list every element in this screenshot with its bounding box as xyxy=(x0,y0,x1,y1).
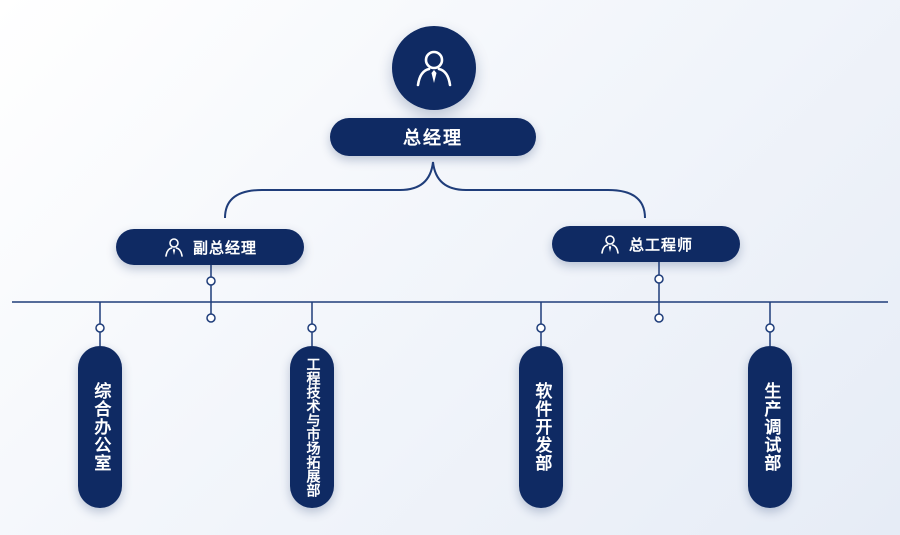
dept-software-dev: 软件开发部 xyxy=(519,346,563,508)
dept-drop-4 xyxy=(765,302,775,346)
stem-engineer-top-node xyxy=(654,274,664,284)
node-chief-engineer: 总工程师 xyxy=(552,226,740,262)
node-deputy-manager-label: 副总经理 xyxy=(192,238,257,257)
dept-drop-3 xyxy=(536,302,546,346)
dept-general-office-label: 综合办公室 xyxy=(90,382,111,472)
dept-drop-2 xyxy=(307,302,317,346)
person-icon xyxy=(601,235,619,254)
manager-icon xyxy=(416,50,452,87)
dept-production-debug-label: 生产调试部 xyxy=(760,382,781,472)
dept-engineering-market: 工程技术与市场拓展部 xyxy=(290,346,334,508)
stem-deputy-node xyxy=(206,313,216,323)
node-general-manager-label: 总经理 xyxy=(403,128,463,149)
person-icon xyxy=(165,238,183,257)
stem-deputy-top-node xyxy=(206,276,216,286)
dept-general-office: 综合办公室 xyxy=(78,346,122,508)
dept-software-dev-label: 软件开发部 xyxy=(531,382,552,472)
stem-engineer-node xyxy=(654,313,664,323)
dept-drop-1 xyxy=(95,302,105,346)
dept-production-debug: 生产调试部 xyxy=(748,346,792,508)
node-deputy-manager: 副总经理 xyxy=(116,229,304,265)
dept-engineering-market-label: 工程技术与市场拓展部 xyxy=(304,357,321,497)
manager-avatar xyxy=(392,26,476,110)
node-general-manager: 总经理 xyxy=(330,118,536,156)
node-chief-engineer-label: 总工程师 xyxy=(628,235,693,254)
brace-connector xyxy=(224,161,646,219)
